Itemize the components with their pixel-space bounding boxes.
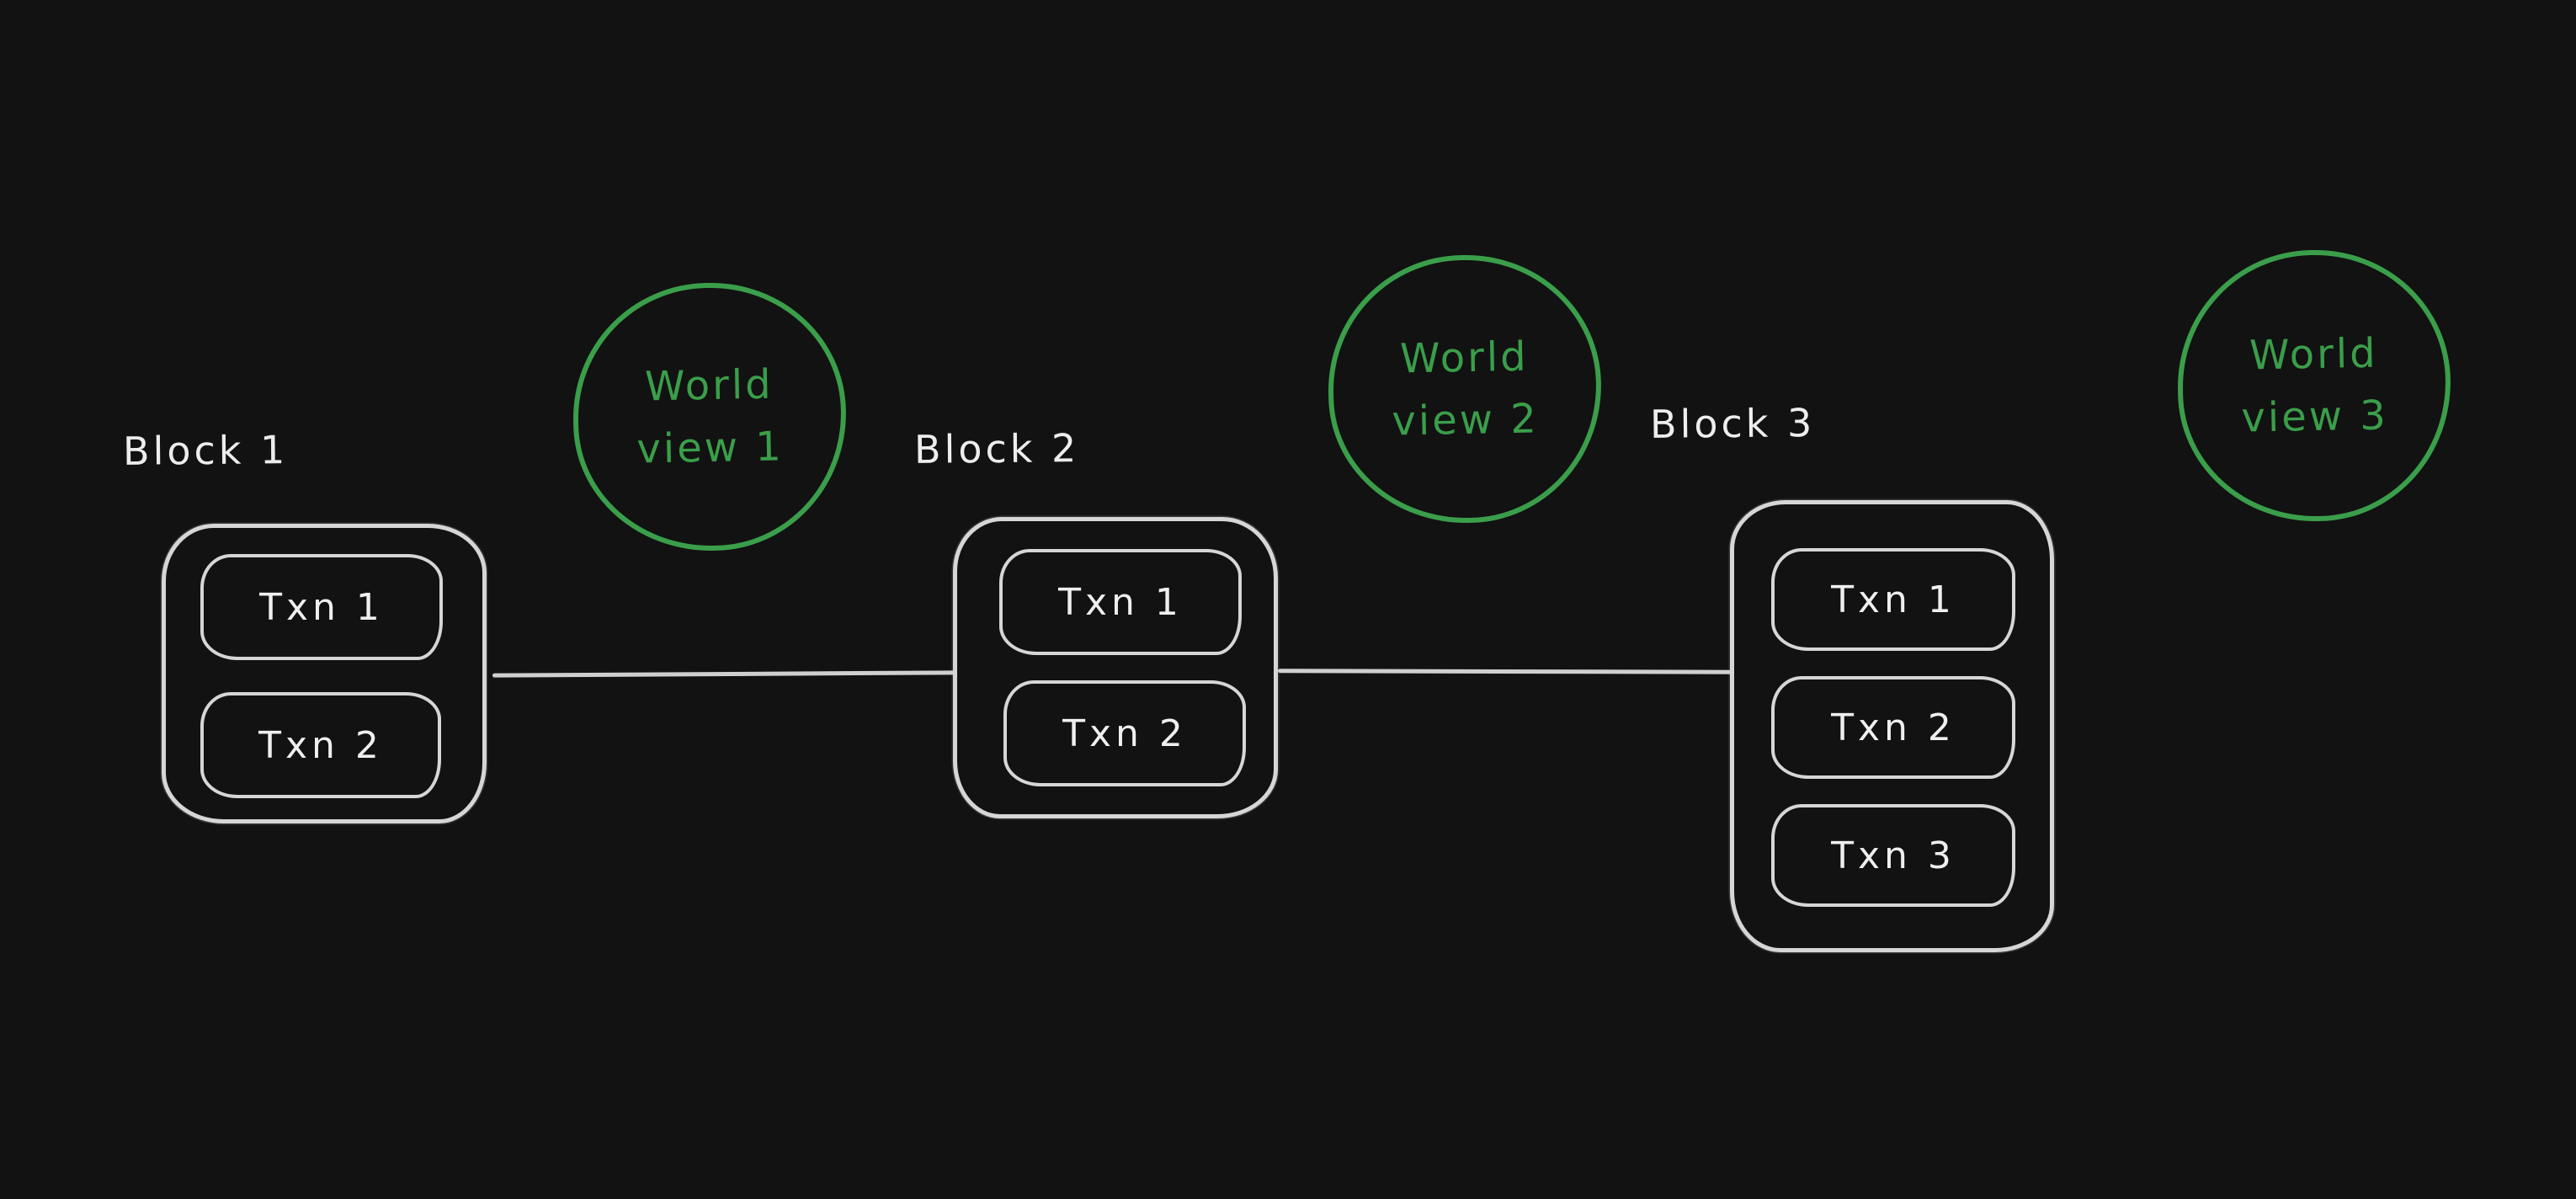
- block1-txn1: Txn 1: [200, 554, 443, 660]
- block2-label: Block 2: [913, 425, 1080, 472]
- worldview3-line2: view 3: [2240, 392, 2389, 442]
- worldview3-circle: World view 3: [2175, 248, 2453, 524]
- block3-txn1: Txn 1: [1771, 548, 2015, 651]
- connector-block1-block2: [492, 670, 956, 678]
- block2-txn1: Txn 1: [999, 549, 1242, 655]
- block3-box: Txn 1 Txn 2 Txn 3: [1730, 500, 2054, 952]
- block3-txn2: Txn 2: [1771, 676, 2015, 779]
- worldview2-circle: World view 2: [1326, 253, 1604, 525]
- block2-txn2: Txn 2: [1003, 680, 1246, 786]
- block3-txn3: Txn 3: [1771, 804, 2015, 907]
- worldview1-circle: World view 1: [571, 280, 849, 553]
- worldview2-line1: World: [1399, 333, 1530, 382]
- block3-label: Block 3: [1649, 400, 1816, 447]
- block2-box: Txn 1 Txn 2: [953, 517, 1278, 818]
- worldview2-line2: view 2: [1391, 395, 1540, 445]
- worldview1-line1: World: [644, 360, 774, 410]
- worldview3-line1: World: [2249, 329, 2379, 379]
- block1-label: Block 1: [122, 427, 289, 474]
- connector-block2-block3: [1277, 669, 1735, 674]
- block1-box: Txn 1 Txn 2: [162, 524, 487, 823]
- worldview1-line2: view 1: [636, 423, 785, 473]
- block1-txn2: Txn 2: [200, 692, 441, 798]
